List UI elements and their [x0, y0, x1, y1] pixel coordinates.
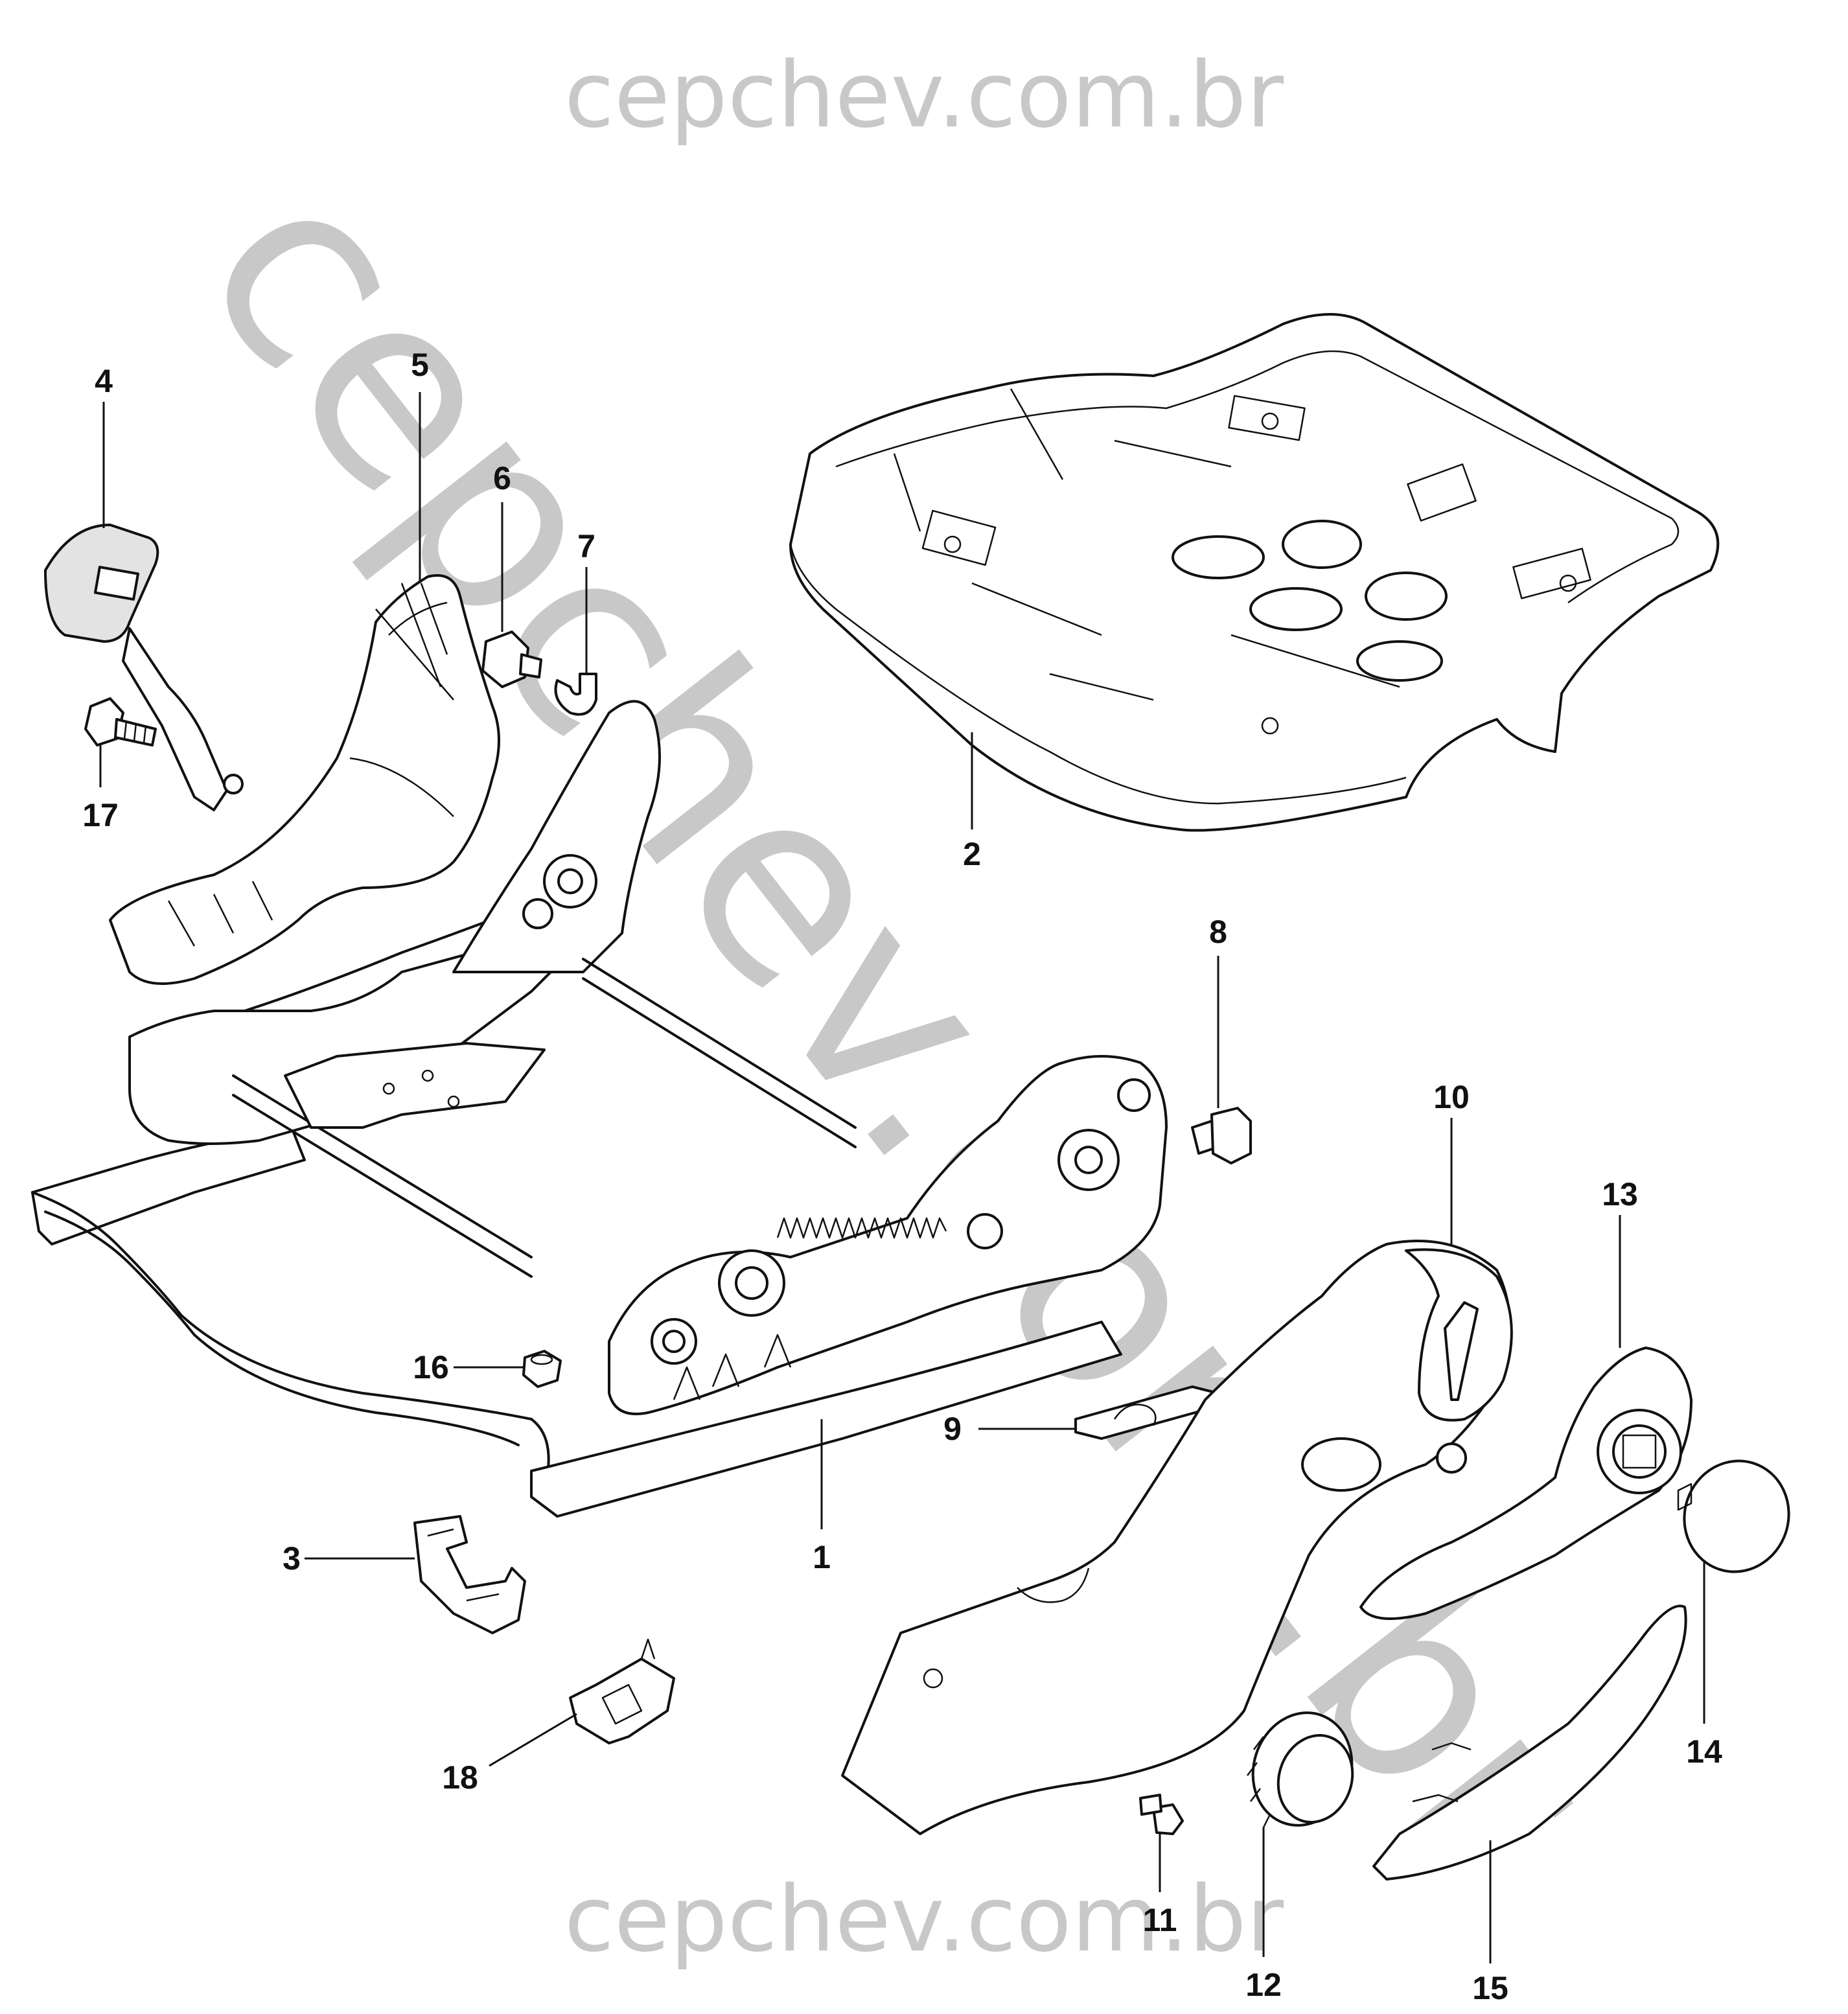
callout-11: 11	[1143, 1902, 1177, 1938]
part-1-seat-frame-and-rails	[31, 700, 1168, 1529]
callout-8: 8	[1209, 914, 1227, 950]
part-2-seat-cushion-pan	[789, 313, 1720, 832]
part-14-cap	[1677, 1459, 1790, 1724]
callout-3: 3	[283, 1540, 301, 1577]
watermark-top: cepchev.com.br	[564, 43, 1284, 148]
part-3-rail-cover-clip	[305, 1515, 526, 1634]
part-11-screw	[1139, 1794, 1184, 1892]
callout-4: 4	[95, 363, 113, 399]
callout-9: 9	[943, 1411, 962, 1447]
callout-2: 2	[963, 836, 981, 872]
part-15-lower-trim-cover	[1372, 1604, 1687, 1963]
callout-15: 15	[1472, 1970, 1508, 2006]
part-5-inner-side-cover	[109, 392, 500, 985]
part-17-bolt	[84, 697, 157, 787]
part-7-bushing-clip	[554, 567, 597, 716]
callout-18: 18	[442, 1759, 478, 1796]
callout-17: 17	[82, 797, 119, 833]
callout-13: 13	[1602, 1176, 1638, 1212]
callout-5: 5	[411, 347, 429, 383]
part-10-outer-side-trim-panel	[841, 1118, 1513, 1835]
part-18-clip	[489, 1638, 675, 1767]
part-13-recliner-cover	[1359, 1215, 1692, 1620]
callout-10: 10	[1433, 1079, 1470, 1115]
callout-6: 6	[493, 460, 511, 496]
callout-16: 16	[413, 1349, 449, 1385]
part-12-recliner-knob	[1247, 1711, 1354, 1957]
part-4-seat-belt-buckle	[44, 402, 244, 811]
leader-18	[489, 1713, 577, 1767]
part-8-shoulder-bolt	[1191, 956, 1252, 1164]
callout-7: 7	[577, 528, 595, 564]
part-16-nut	[454, 1350, 562, 1388]
callout-14: 14	[1686, 1733, 1722, 1770]
callout-1: 1	[813, 1539, 831, 1575]
callout-12: 12	[1245, 1967, 1282, 2003]
watermark-bottom: cepchev.com.br	[564, 1867, 1284, 1973]
part-6-pivot-bolt	[481, 502, 542, 688]
